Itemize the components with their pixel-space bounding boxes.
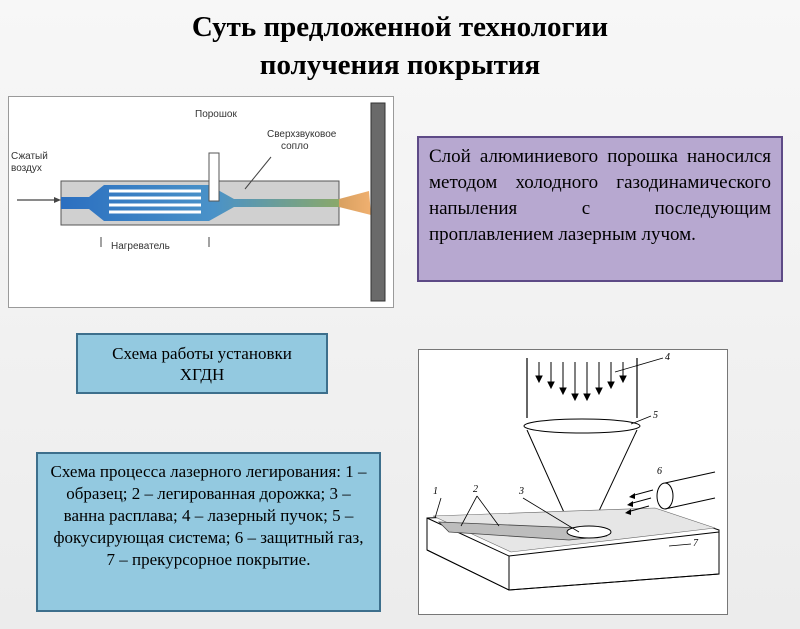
caption-hgdn-line-1: Схема работы установки <box>112 344 292 363</box>
technology-description: Слой алюминиевого порошка наносился мето… <box>417 136 783 282</box>
caption-hgdn-line-2: ХГДН <box>179 365 225 384</box>
marker-1: 1 <box>433 486 438 497</box>
caption-hgdn: Схема работы установки ХГДН <box>76 333 328 394</box>
marker-3: 3 <box>518 486 524 497</box>
marker-7: 7 <box>693 538 699 549</box>
laser-beam-arrows <box>535 362 627 402</box>
title-line-2: получения покрытия <box>259 49 541 81</box>
title-line-1: Суть предложенной технологии <box>191 11 609 43</box>
marker-4: 4 <box>665 352 670 363</box>
marker-2: 2 <box>473 484 478 495</box>
label-compressed-air-2: воздух <box>11 163 42 174</box>
spray-jet <box>339 191 371 215</box>
marker-6: 6 <box>657 466 662 477</box>
shielding-gas-nozzle <box>625 471 716 515</box>
label-compressed-air-1: Сжатый <box>11 151 48 162</box>
label-nozzle-2: сопло <box>281 141 309 152</box>
substrate-plate <box>370 102 386 302</box>
label-heater: Нагреватель <box>111 241 170 252</box>
melt-pool <box>566 525 612 539</box>
label-nozzle-1: Сверхзвуковое <box>267 129 337 140</box>
label-powder: Порошок <box>195 109 237 120</box>
nozzle-schematic: Сжатый воздух Порошок Сверхзвуковое сопл… <box>8 96 394 308</box>
marker-5: 5 <box>653 410 658 421</box>
page-title: Суть предложенной технологии получения п… <box>0 8 800 84</box>
caption-laser-alloying: Схема процесса лазерного легирования: 1 … <box>36 452 381 612</box>
focusing-lens <box>523 418 641 434</box>
heater-tubes <box>109 189 201 214</box>
laser-schematic: 1 2 3 4 5 6 7 <box>418 349 728 615</box>
powder-feed <box>208 152 220 202</box>
